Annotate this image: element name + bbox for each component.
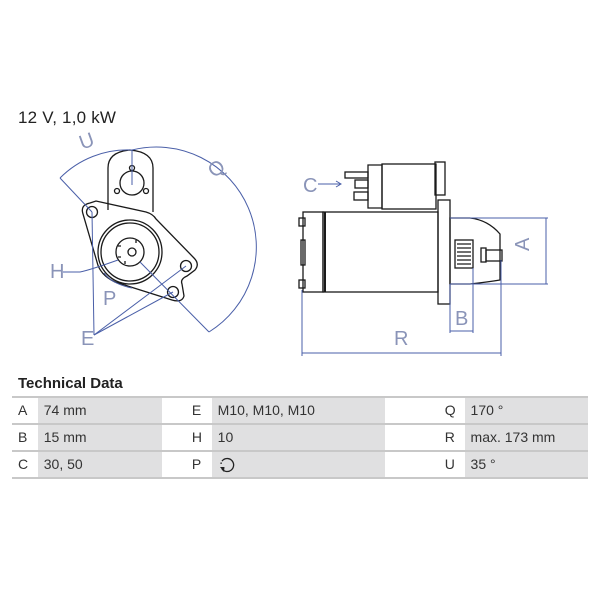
label-a: A [512,237,534,251]
front-view-dimensions [59,146,257,336]
label-h: H [50,261,64,283]
key-u: U [438,452,465,477]
key-p: P [185,452,212,477]
label-r: R [394,328,408,350]
key-h: H [185,425,212,450]
key-a: A [12,398,38,423]
table-row: C 30, 50 P U 35 ° [12,452,589,479]
key-e: E [185,398,212,423]
side-view-labels: C A B R [303,175,534,350]
starter-motor-drawing: U Q H P E [50,129,548,356]
front-view-labels: U Q H P E [50,129,230,350]
value-c: 30, 50 [37,452,163,477]
label-u: U [76,129,97,155]
voltage-power-title: 12 V, 1,0 kW [18,108,117,127]
value-p [211,452,385,477]
rotation-counterclockwise-icon [219,458,234,473]
table-row: A 74 mm E M10, M10, M10 Q 170 ° [12,398,589,425]
label-p: P [103,288,116,310]
value-a: 74 mm [37,398,163,423]
front-view [81,149,198,302]
value-u: 35 ° [464,452,589,477]
value-h: 10 [211,425,385,450]
key-r: R [438,425,465,450]
value-b: 15 mm [37,425,163,450]
side-view [298,161,503,305]
key-b: B [12,425,38,450]
value-r: max. 173 mm [464,425,589,450]
label-e: E [81,328,94,350]
value-e: M10, M10, M10 [211,398,385,423]
technical-data-title: Technical Data [18,375,123,392]
key-c: C [12,452,38,477]
label-c: C [303,175,317,197]
label-q: Q [204,156,230,183]
technical-data-table: A 74 mm E M10, M10, M10 Q 170 ° B 15 mm … [12,396,589,479]
label-b: B [455,308,468,330]
key-q: Q [438,398,465,423]
table-row: B 15 mm H 10 R max. 173 mm [12,425,589,452]
value-q: 170 ° [464,398,589,423]
side-view-dimensions [301,180,548,356]
